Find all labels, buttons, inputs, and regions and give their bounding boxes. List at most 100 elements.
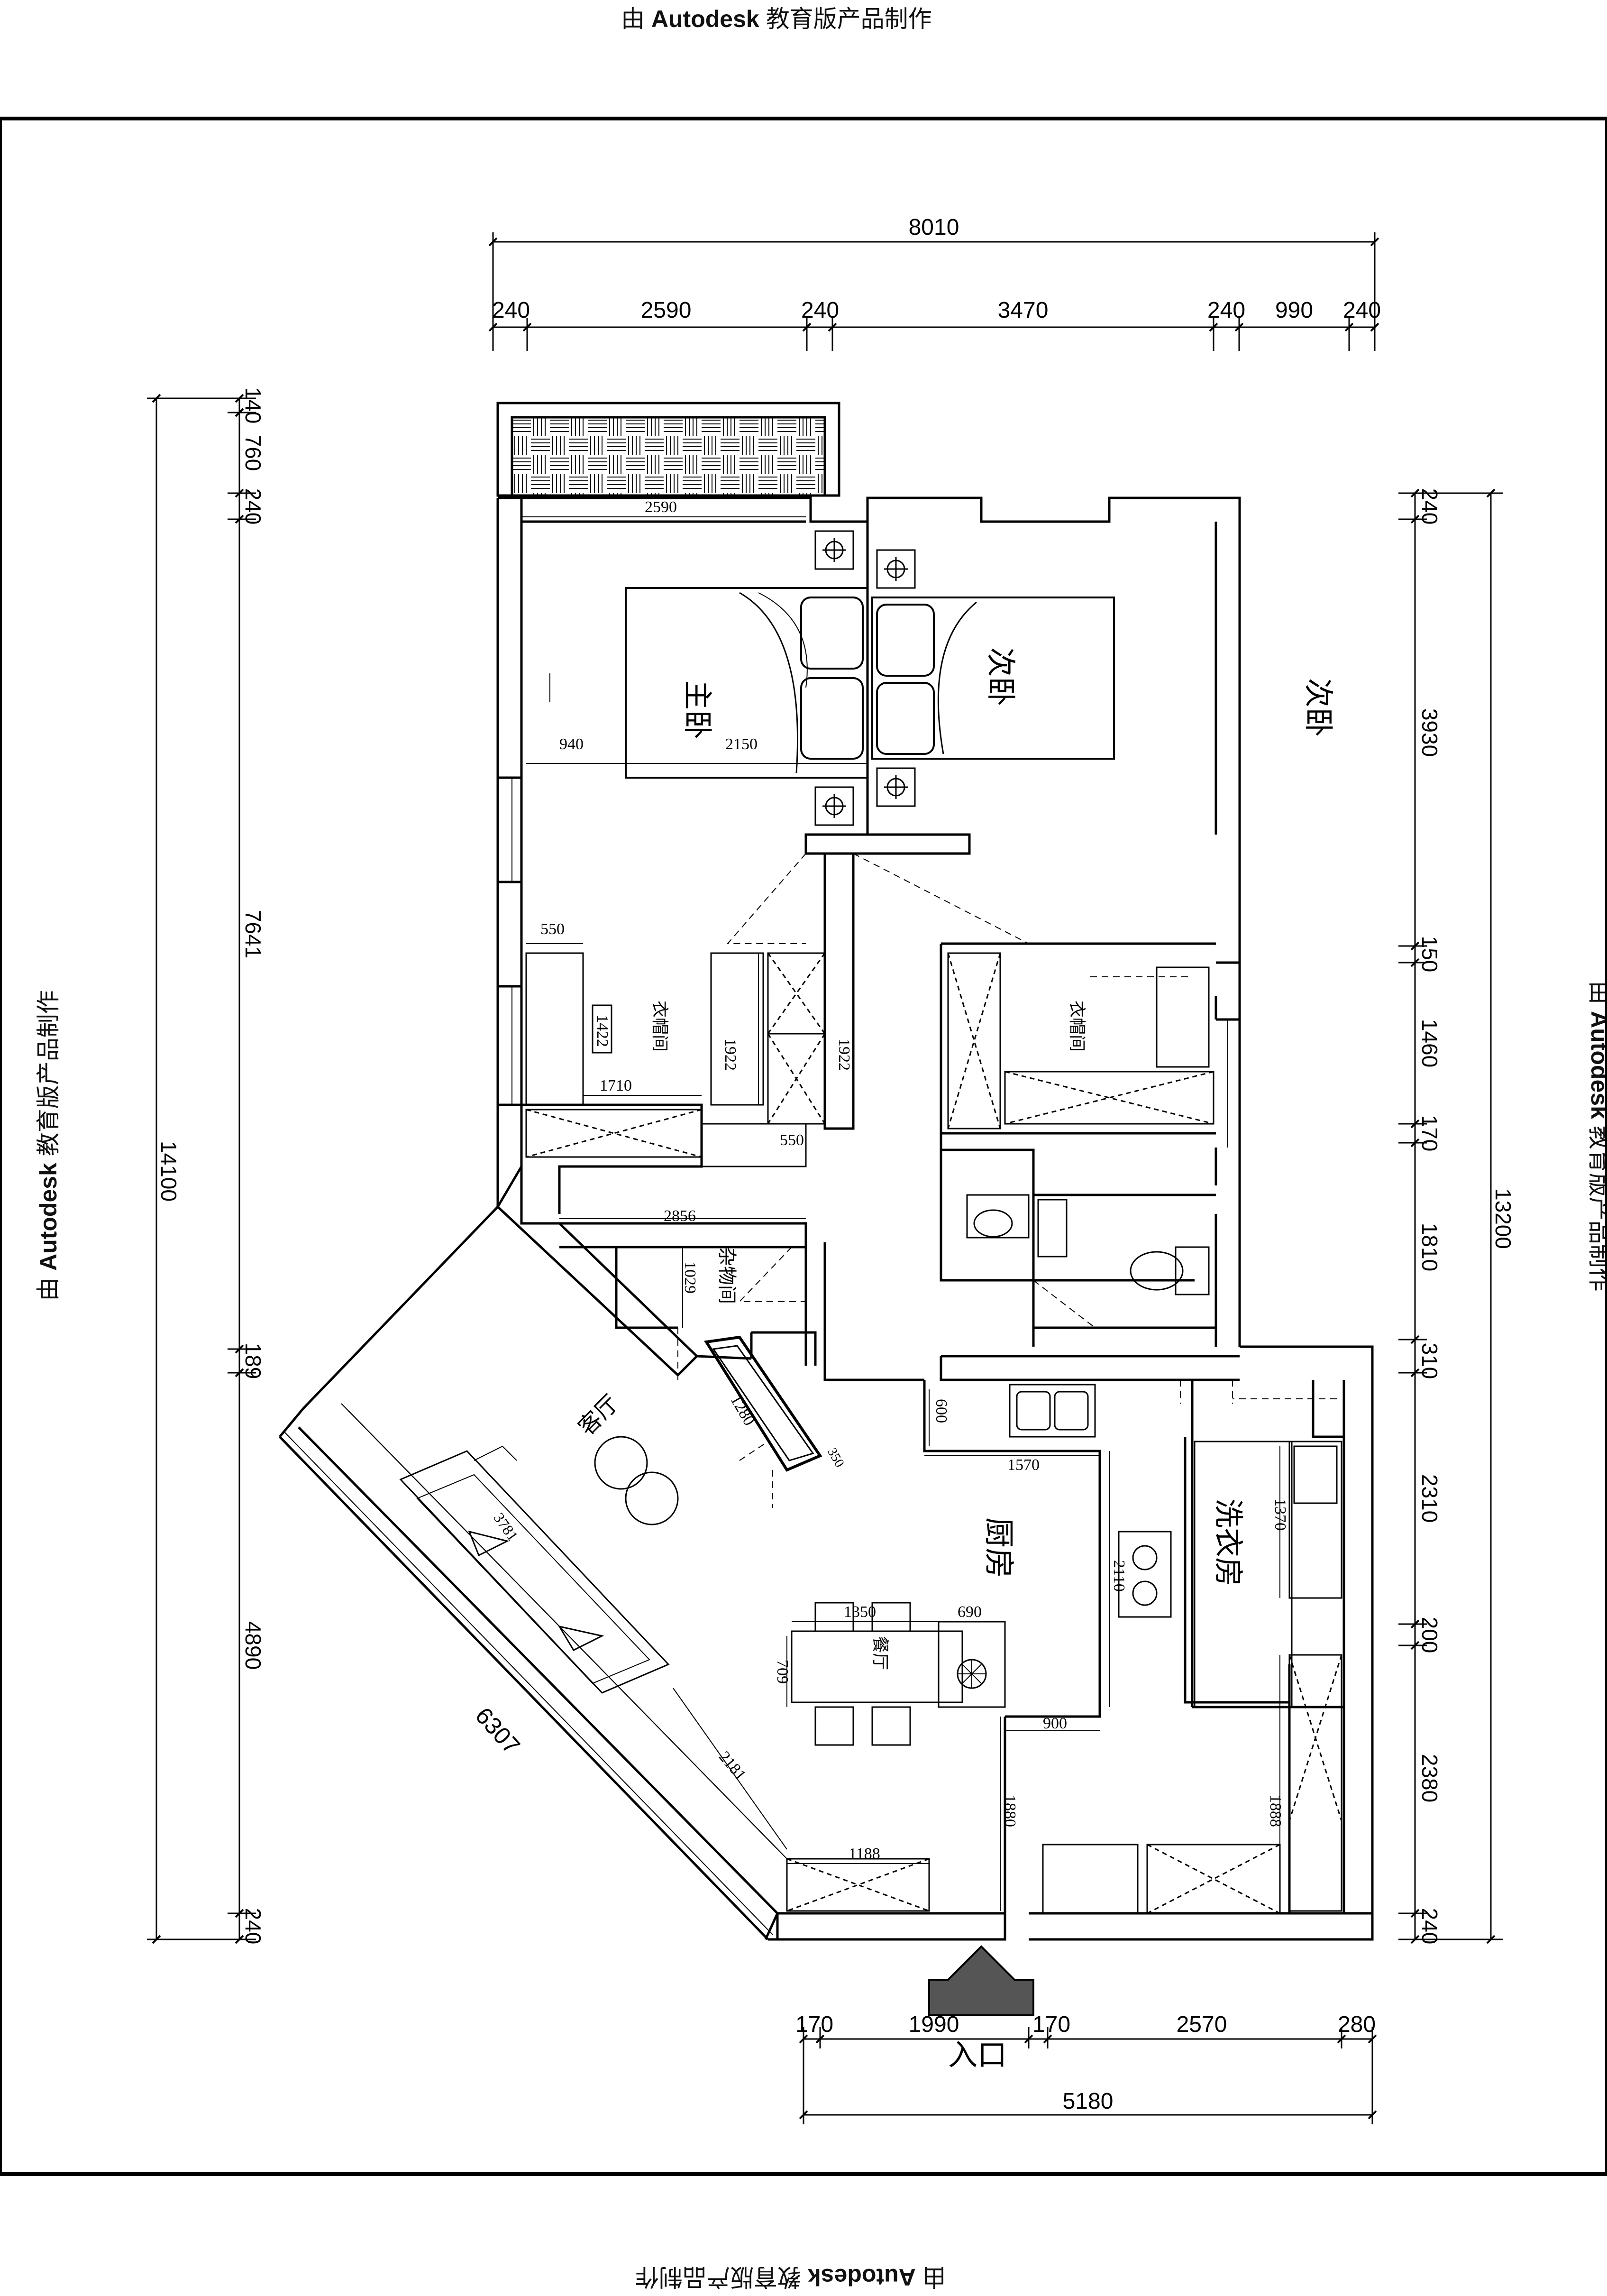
dim-wardrobe-b: 1922 xyxy=(835,1038,853,1071)
dim-left-total: 14100 xyxy=(156,1141,181,1202)
room-entrance: 入口 xyxy=(948,2039,1007,2072)
room-closet-right: 衣帽间 xyxy=(1068,1001,1087,1052)
dim-bottom-seg: 2570 xyxy=(1177,2012,1227,2037)
dim-living-diag: 6307 xyxy=(470,1702,525,1759)
room-second-bedroom-right: 次卧 xyxy=(1302,678,1334,737)
dim-top-seg: 240 xyxy=(1207,298,1245,323)
dim-right-seg: 1810 xyxy=(1417,1223,1442,1271)
dim-sink-len: 1570 xyxy=(1007,1456,1040,1474)
dim-table-w: 709 xyxy=(774,1660,791,1684)
drawing-frame xyxy=(0,117,1607,2176)
dim-left-seg: 7641 xyxy=(241,910,265,958)
dim-top-seg: 240 xyxy=(1343,298,1381,323)
dim-storage-depth: 1029 xyxy=(681,1261,699,1294)
dim-bottom-total: 5180 xyxy=(1063,2089,1114,2114)
right-dimension-labels: 13200 240 3930 150 1460 170 1810 310 231… xyxy=(1417,488,1516,1945)
dim-corridor: 2856 xyxy=(664,1207,696,1225)
watermark-brand: Autodesk xyxy=(651,6,759,32)
dim-left-seg: 189 xyxy=(241,1343,265,1379)
sofa xyxy=(399,1436,679,1694)
watermark-top: 由 Autodesk 教育版产品制作 xyxy=(621,0,932,34)
dim-left-seg: 140 xyxy=(241,387,265,424)
dim-balcony: 2590 xyxy=(645,498,677,516)
room-laundry: 洗衣房 xyxy=(1212,1498,1244,1587)
room-master-bedroom: 主卧 xyxy=(681,680,713,739)
dim-bed-side: 940 xyxy=(559,735,584,753)
closet-left xyxy=(525,952,826,1158)
dim-right-seg: 3930 xyxy=(1417,708,1442,757)
room-storage: 杂物间 xyxy=(716,1247,737,1304)
right-dimensions xyxy=(1398,488,1503,1944)
room-living: 客厅 xyxy=(574,1390,623,1440)
dim-bench: 1188 xyxy=(849,1845,880,1863)
dim-right-seg: 240 xyxy=(1417,488,1442,525)
left-dimension-labels: 14100 140 760 240 7641 189 4890 240 xyxy=(156,387,265,1945)
dim-island-base: 900 xyxy=(1043,1715,1067,1732)
dim-laundry-len: 1370 xyxy=(1271,1498,1289,1531)
left-dimensions xyxy=(147,394,256,1944)
dim-right-seg: 310 xyxy=(1417,1343,1442,1379)
dim-closet-depth: 550 xyxy=(540,920,565,938)
dim-left-seg: 240 xyxy=(241,1908,265,1945)
dim-bottom-seg: 280 xyxy=(1338,2012,1376,2037)
room-kitchen: 厨房 xyxy=(982,1517,1016,1578)
dim-right-seg: 150 xyxy=(1417,936,1442,973)
dim-kitchen-len: 2110 xyxy=(1110,1560,1128,1592)
tv-cabinet xyxy=(703,1335,822,1472)
entry-arrow-icon xyxy=(928,1945,1034,2016)
dim-top-seg: 240 xyxy=(801,298,839,323)
dim-island-w: 690 xyxy=(958,1603,982,1621)
nightstands xyxy=(814,530,916,826)
dim-sofa: 3781 xyxy=(490,1509,521,1544)
dining-set xyxy=(791,1602,1006,1746)
bed-master xyxy=(625,587,868,779)
dim-right-seg: 200 xyxy=(1417,1617,1442,1653)
bathroom-fixtures xyxy=(966,1194,1210,1295)
dim-right-seg: 2380 xyxy=(1417,1754,1442,1802)
room-labels: 主卧 次卧 次卧 衣帽间 衣帽间 杂物间 客厅 厨房 餐厅 洗衣房 入口 xyxy=(574,647,1334,2072)
dim-top-seg: 3470 xyxy=(998,298,1049,323)
top-dimension-labels: 8010 240 2590 240 3470 240 990 240 xyxy=(492,215,1381,323)
dashed-outlines xyxy=(677,853,1337,1508)
bottom-dimensions xyxy=(799,2027,1377,2124)
dim-top-seg: 990 xyxy=(1275,298,1313,323)
watermark-suffix: 教育版产品制作 xyxy=(766,6,932,32)
closet-right xyxy=(947,952,1214,1130)
dim-entry-wall: 1880 xyxy=(1001,1795,1019,1827)
dim-window-diag: 2181 xyxy=(715,1748,749,1784)
kitchen-fixtures xyxy=(786,1384,1342,1914)
dim-top-total: 8010 xyxy=(909,215,959,240)
dim-top-seg: 2590 xyxy=(641,298,692,323)
dim-closet-width: 1710 xyxy=(600,1077,632,1094)
room-second-bedroom: 次卧 xyxy=(984,647,1017,706)
dim-bottom-seg: 170 xyxy=(1032,2012,1070,2037)
room-dining: 餐厅 xyxy=(871,1636,890,1670)
top-dimensions xyxy=(488,232,1379,351)
dim-left-seg: 760 xyxy=(241,435,265,471)
dim-wardrobe-depth: 550 xyxy=(780,1131,804,1149)
dim-right-seg: 2310 xyxy=(1417,1474,1442,1523)
dim-closet-small: 1422 xyxy=(593,1015,611,1047)
bed-second xyxy=(871,597,1115,760)
window-lines xyxy=(284,673,787,1935)
dim-right-total: 13200 xyxy=(1491,1188,1516,1249)
watermark-prefix: 由 xyxy=(621,6,645,32)
interior-dimension-lines xyxy=(521,516,1280,1911)
dim-sink-depth: 600 xyxy=(932,1399,950,1423)
dim-left-seg: 240 xyxy=(241,488,265,525)
room-closet-left: 衣帽间 xyxy=(650,1001,670,1052)
dim-top-seg: 240 xyxy=(492,298,530,323)
dim-left-seg: 4890 xyxy=(241,1621,265,1670)
dim-cabinet-len: 1888 xyxy=(1267,1795,1284,1827)
dim-right-seg: 1460 xyxy=(1417,1019,1442,1067)
dim-tv-wall: 1280 xyxy=(727,1392,758,1429)
dim-right-seg: 240 xyxy=(1417,1908,1442,1945)
dim-wardrobe-a: 1922 xyxy=(721,1038,739,1071)
dim-right-seg: 170 xyxy=(1417,1115,1442,1152)
dim-bed-length: 2150 xyxy=(725,735,758,753)
dim-tv-depth: 350 xyxy=(824,1445,847,1470)
dim-bottom-seg: 170 xyxy=(795,2012,833,2037)
walls xyxy=(279,402,1374,1941)
dim-table-len: 1350 xyxy=(844,1603,876,1621)
